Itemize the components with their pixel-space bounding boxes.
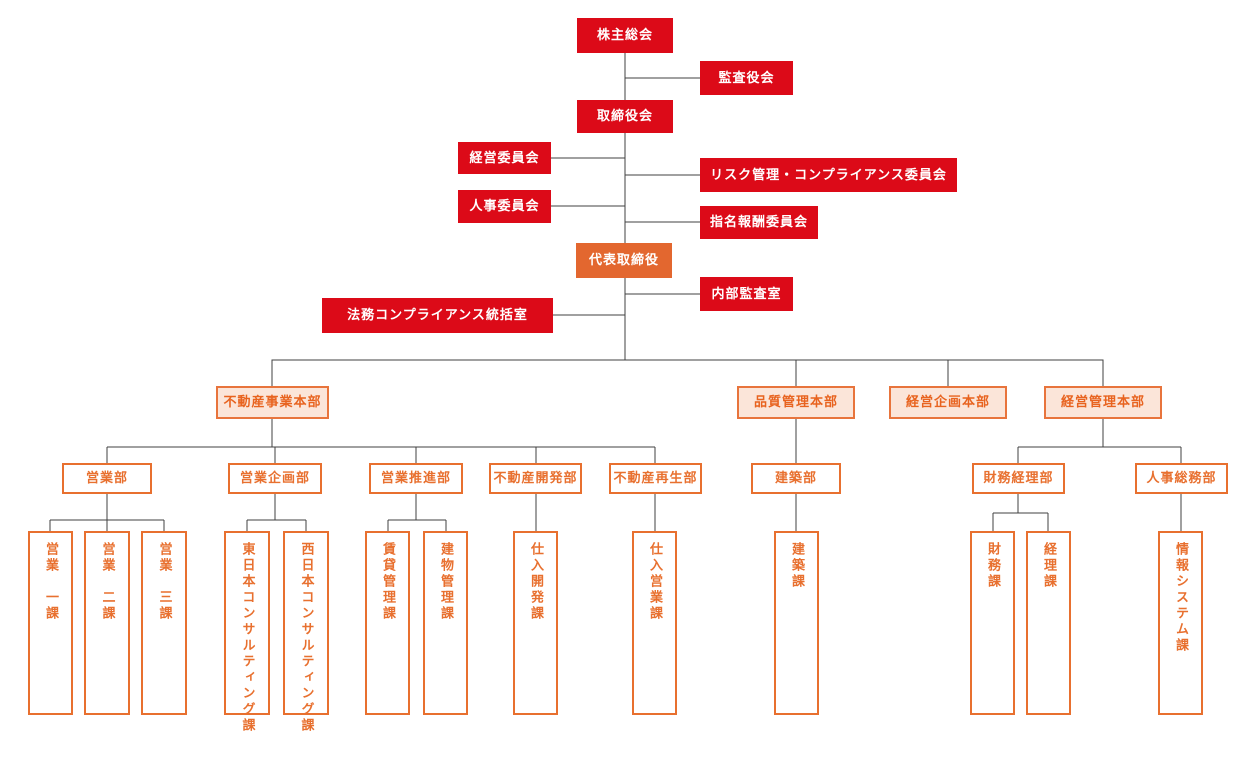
- node-risk-compliance-committee: リスク管理・コンプライアンス委員会: [700, 158, 957, 192]
- node-hr-general-affairs-dept: 人事総務部: [1135, 463, 1228, 494]
- node-information-systems-sec: 情報システム課: [1158, 531, 1203, 715]
- node-real-estate-regeneration-dept: 不動産再生部: [609, 463, 702, 494]
- connector-division-tier: [271, 359, 1104, 386]
- node-real-estate-business-hq: 不動産事業本部: [216, 386, 329, 419]
- node-quality-management-hq: 品質管理本部: [737, 386, 855, 419]
- node-board-of-directors: 取締役会: [577, 100, 673, 133]
- node-internal-audit-office: 内部監査室: [700, 277, 793, 311]
- node-finance-accounting-dept: 財務経理部: [972, 463, 1065, 494]
- node-west-japan-consulting-sec: 西日本コンサルティング課: [283, 531, 329, 734]
- node-management-committee: 経営委員会: [458, 142, 551, 174]
- node-east-japan-consulting-sec: 東日本コンサルティング課: [224, 531, 270, 734]
- node-audit-board: 監査役会: [700, 61, 793, 95]
- node-construction-sec: 建築課: [774, 531, 819, 715]
- node-corporate-planning-hq: 経営企画本部: [889, 386, 1007, 419]
- node-sales-dept: 営業部: [62, 463, 152, 494]
- node-hr-committee: 人事委員会: [458, 190, 551, 223]
- connector-governance-branches: [551, 77, 700, 316]
- node-sales-promotion-dept: 営業推進部: [369, 463, 463, 494]
- node-legal-compliance-office: 法務コンプライアンス統括室: [322, 298, 553, 333]
- node-nomination-compensation-committee: 指名報酬委員会: [700, 206, 818, 239]
- connector-section-tier: [49, 494, 1182, 531]
- node-building-management-sec: 建物管理課: [423, 531, 468, 715]
- node-sales-planning-dept: 営業企画部: [228, 463, 322, 494]
- node-representative-director: 代表取締役: [576, 243, 672, 278]
- node-purchase-sales-sec: 仕入営業課: [632, 531, 677, 715]
- node-sales-sec-1: 営業 一課: [28, 531, 73, 715]
- node-construction-dept: 建築部: [751, 463, 841, 494]
- node-corporate-management-hq: 経営管理本部: [1044, 386, 1162, 419]
- node-rental-management-sec: 賃貸管理課: [365, 531, 410, 715]
- node-sales-sec-3: 営業 三課: [141, 531, 187, 715]
- node-real-estate-development-dept: 不動産開発部: [489, 463, 582, 494]
- node-shareholders-meeting: 株主総会: [577, 18, 673, 53]
- node-accounting-sec: 経理課: [1026, 531, 1071, 715]
- node-sales-sec-2: 営業 二課: [84, 531, 130, 715]
- connector-right-departments: [795, 419, 1182, 463]
- connector-real-estate-departments: [106, 419, 656, 463]
- node-purchase-development-sec: 仕入開発課: [513, 531, 558, 715]
- node-finance-sec: 財務課: [970, 531, 1015, 715]
